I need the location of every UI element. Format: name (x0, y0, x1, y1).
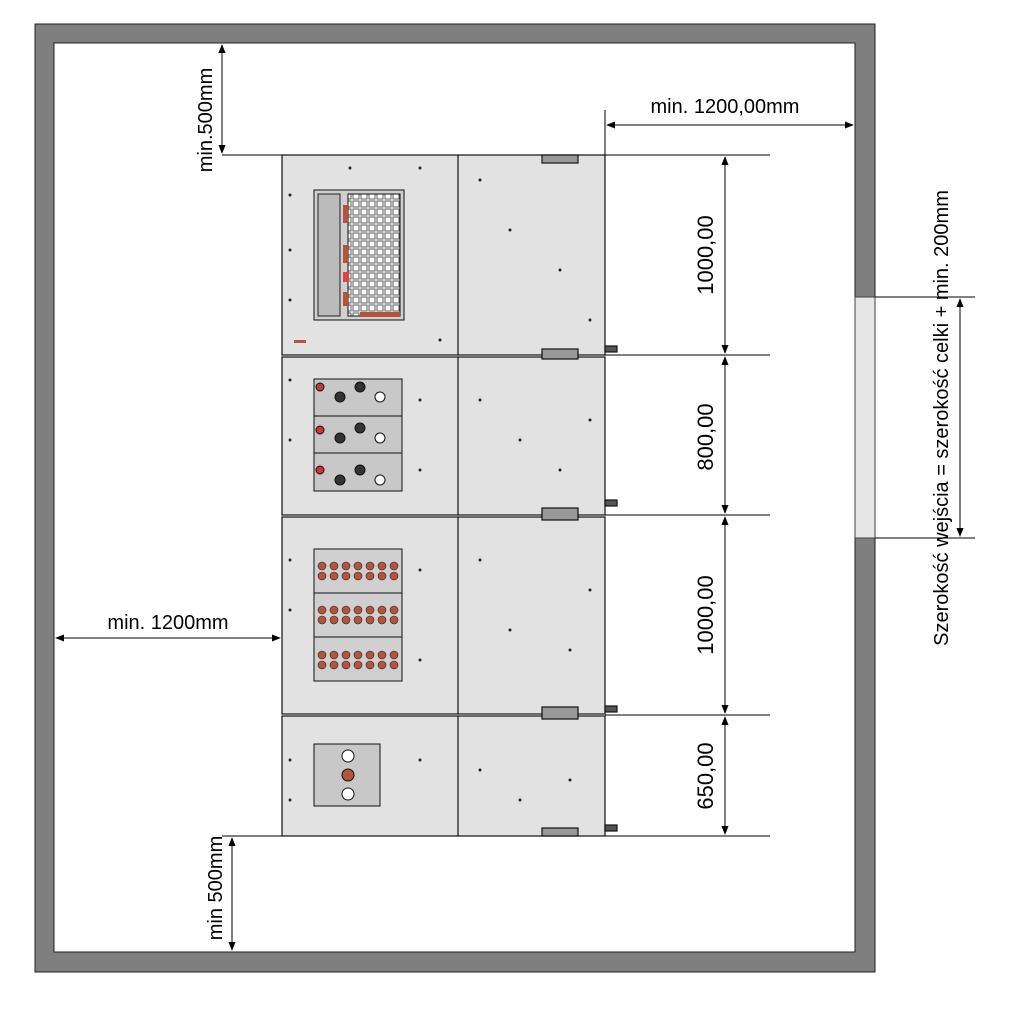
cell-3-terminals (313, 548, 403, 682)
top-clearance-label: min.500mm (195, 68, 217, 172)
front-clearance-label: min. 1200mm (107, 612, 228, 634)
entrance-width-label: Szerokość wejścia = szerokość celki + mi… (931, 190, 953, 646)
bottom-clearance-label: min 500mm (205, 836, 227, 940)
cell-1-relay-rack (294, 189, 405, 343)
cell-2-breakers (313, 378, 403, 492)
cell-3-depth-label: 1000,00 (693, 575, 718, 655)
door-opening (854, 296, 876, 539)
cell-2-depth-label: 800,00 (693, 403, 718, 470)
back-clearance-label: min. 1200,00mm (651, 96, 800, 118)
cell-1-depth-label: 1000,00 (693, 215, 718, 295)
dimension-labels: min.500mm min. 1200,00mm min. 1200mm min… (107, 68, 953, 940)
cell-4-indicators (313, 743, 381, 807)
cell-4-depth-label: 650,00 (693, 742, 718, 809)
mounting-holes (288, 166, 592, 802)
dimension-lines (55, 44, 975, 951)
